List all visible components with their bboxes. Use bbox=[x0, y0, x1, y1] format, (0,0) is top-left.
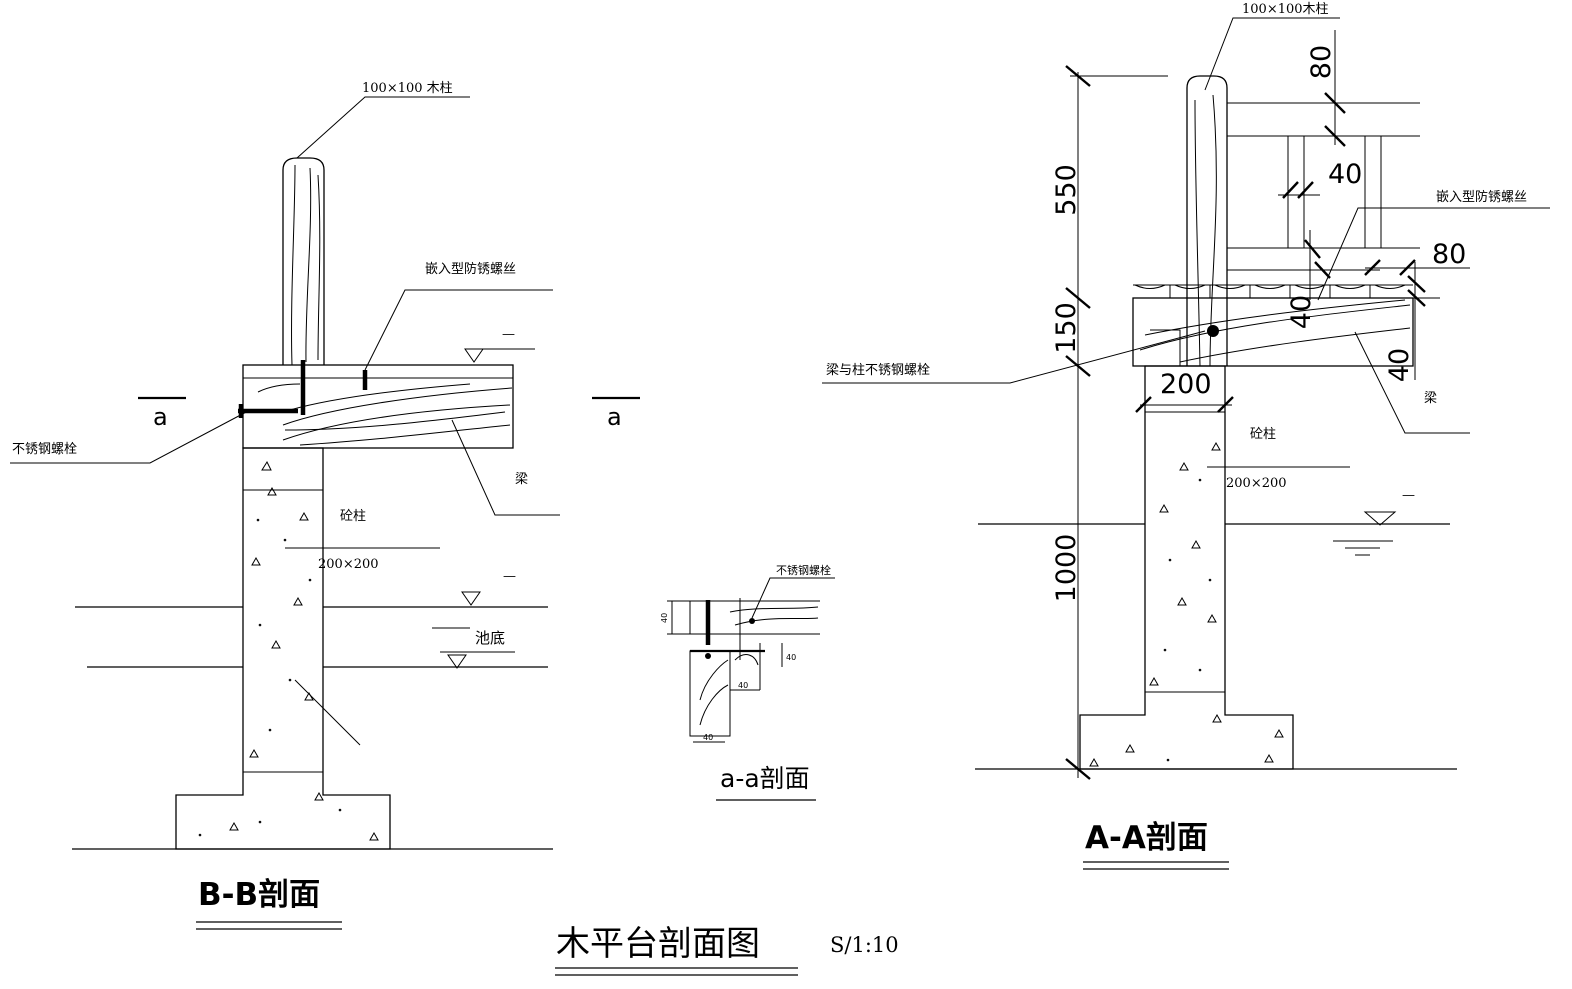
concrete-column-bb bbox=[175, 447, 391, 850]
small-dim-2: 40 bbox=[786, 653, 796, 662]
beam-grain-bb bbox=[257, 383, 513, 446]
pool-bottom-label: 池底 bbox=[475, 629, 505, 647]
screw-label-bb: 嵌入型防锈螺丝 bbox=[425, 261, 516, 277]
leader-beam-bb bbox=[451, 419, 560, 516]
section-aa: 550 150 1000 80 40 80 40 40 200 100×100木… bbox=[822, 2, 1550, 870]
beam-label-aa: 梁 bbox=[1424, 391, 1437, 406]
title-bb: B-B剖面 bbox=[198, 877, 320, 913]
dim-board-thk: 40 bbox=[1286, 295, 1317, 329]
small-post bbox=[689, 650, 731, 737]
small-dim-3: 40 bbox=[738, 681, 748, 690]
beam-label-bb: 梁 bbox=[515, 472, 528, 487]
beam-bolt-aa bbox=[1207, 325, 1219, 337]
small-dim-1: 40 bbox=[660, 613, 669, 623]
leader-small-bolt bbox=[751, 577, 835, 619]
dim-column-width: 200 bbox=[1160, 369, 1212, 400]
leader-post-aa bbox=[1204, 17, 1340, 91]
column-label-bb: 砼柱 bbox=[340, 509, 366, 524]
water-level-symbol-1 bbox=[464, 348, 484, 363]
title-aa: A-A剖面 bbox=[1085, 820, 1208, 856]
leader-bolt-bb bbox=[10, 409, 251, 464]
deck-boards-aa bbox=[1134, 284, 1406, 298]
dim-height-rail: 550 bbox=[1051, 164, 1082, 216]
cut-mark-left: a bbox=[153, 403, 168, 431]
column-size-aa: 200×200 bbox=[1226, 476, 1287, 491]
wood-post-aa bbox=[1186, 75, 1228, 366]
concrete-hatch-aa bbox=[1089, 441, 1284, 767]
dim-deck-board: 80 bbox=[1432, 239, 1466, 270]
column-size-bb: 200×200 bbox=[318, 557, 379, 572]
dim-beam-edge: 40 bbox=[1384, 348, 1415, 382]
water-level-symbol-2 bbox=[461, 591, 481, 606]
bolt-label-bb: 不锈钢螺栓 bbox=[12, 442, 77, 457]
screw-label-aa: 嵌入型防锈螺丝 bbox=[1436, 189, 1527, 205]
railing-aa bbox=[1227, 102, 1420, 271]
main-title: 木平台剖面图 bbox=[556, 924, 760, 964]
dim-rail-gap: 40 bbox=[1328, 159, 1362, 190]
title-aa-small: a-a剖面 bbox=[720, 764, 810, 793]
column-label-aa: 砼柱 bbox=[1250, 427, 1276, 442]
post-grain-bb bbox=[291, 164, 321, 366]
dim-rail-top: 80 bbox=[1306, 45, 1337, 79]
water-mark-1: — bbox=[502, 327, 515, 342]
concrete-hatch-bb bbox=[198, 460, 379, 841]
wood-post-bb bbox=[282, 157, 325, 365]
section-aa-small: 40 40 40 40 不锈钢螺栓 a-a剖面 bbox=[660, 563, 835, 801]
dim-height-column: 1000 bbox=[1051, 534, 1082, 603]
scale-label: S/1:10 bbox=[830, 933, 899, 957]
small-dim-4: 40 bbox=[703, 733, 713, 742]
concrete-column-aa bbox=[1079, 365, 1294, 770]
small-bolt-label: 不锈钢螺栓 bbox=[776, 563, 831, 577]
leader-post-bb bbox=[296, 96, 470, 159]
dim-height-beam: 150 bbox=[1051, 302, 1082, 354]
post-label-aa: 100×100木柱 bbox=[1242, 2, 1329, 17]
water-mark-2: — bbox=[503, 569, 516, 584]
wood-beam-bb bbox=[242, 364, 514, 449]
pool-bottom-symbol bbox=[447, 654, 467, 669]
beam-grain-aa bbox=[1139, 299, 1411, 366]
leader-screw-bb bbox=[364, 289, 553, 371]
water-level-symbol-aa bbox=[1363, 511, 1397, 526]
post-label-bb: 100×100 木柱 bbox=[362, 81, 453, 96]
leader-beam-aa bbox=[1354, 331, 1470, 434]
water-mark-aa: — bbox=[1402, 488, 1415, 503]
wood-beam-aa bbox=[1132, 297, 1414, 367]
cut-mark-right: a bbox=[607, 403, 622, 431]
leader-bolt-aa bbox=[822, 330, 1206, 384]
small-grain bbox=[699, 606, 819, 726]
bolt-label-aa: 梁与柱不锈钢螺栓 bbox=[826, 363, 930, 378]
section-bb: — — 100×100 木柱 嵌入型防锈螺丝 不锈钢螺栓 梁 砼柱 200×20… bbox=[10, 81, 640, 930]
leader-screw-aa bbox=[1317, 207, 1550, 301]
